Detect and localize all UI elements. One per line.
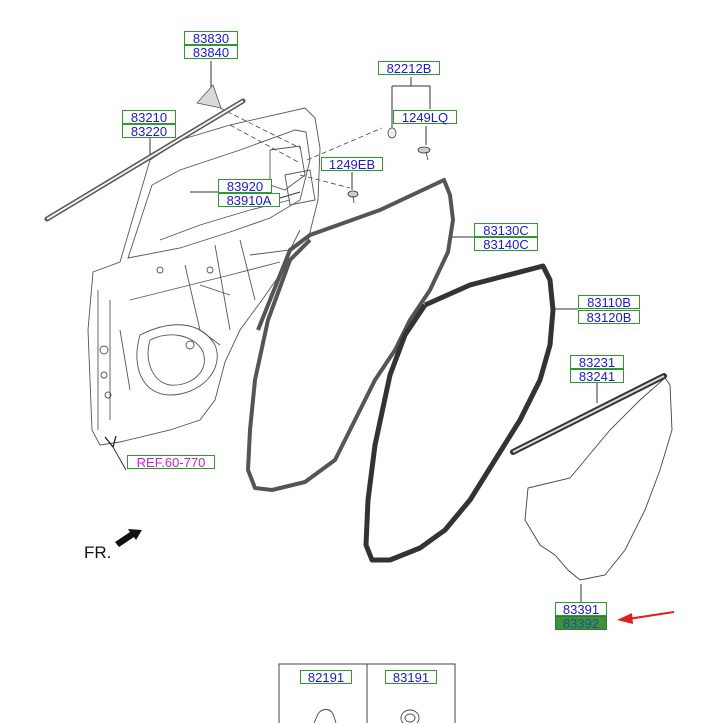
sealing-cover xyxy=(524,377,673,581)
grommet-83191 xyxy=(400,709,420,723)
part-label-83830[interactable]: 83830 xyxy=(184,31,238,46)
small-parts-table xyxy=(278,663,456,723)
weatherstrip-body-side xyxy=(363,263,556,563)
part-label-1249EB[interactable]: 1249EB xyxy=(321,157,383,172)
part-label-83140C[interactable]: 83140C xyxy=(474,237,538,252)
part-label-83110B[interactable]: 83110B xyxy=(578,295,640,310)
part-label-83231[interactable]: 83231 xyxy=(570,355,624,370)
weatherstrip-door-side xyxy=(246,178,455,492)
ref-label[interactable]: REF.60-770 xyxy=(127,455,215,470)
part-label-83840[interactable]: 83840 xyxy=(184,45,238,60)
part-label-83191[interactable]: 83191 xyxy=(385,670,437,685)
part-label-82191[interactable]: 82191 xyxy=(300,670,352,685)
grommet-82191 xyxy=(313,709,337,723)
part-label-83220[interactable]: 83220 xyxy=(122,124,176,139)
part-label-83210[interactable]: 83210 xyxy=(122,110,176,125)
part-label-1249LQ[interactable]: 1249LQ xyxy=(393,110,457,125)
leader-lines xyxy=(112,61,598,602)
screw-1249EB xyxy=(347,190,359,204)
highlight-pointer-arrow xyxy=(617,611,675,624)
part-label-82212B[interactable]: 82212B xyxy=(378,61,440,76)
front-direction-arrow xyxy=(115,529,142,547)
ref-arrowhead xyxy=(104,435,117,448)
assembly-dashes xyxy=(219,107,383,189)
part-label-83910A[interactable]: 83910A xyxy=(218,193,280,208)
part-label-83120B[interactable]: 83120B xyxy=(578,310,640,325)
clip-82212B xyxy=(387,127,397,139)
corner-cover xyxy=(196,84,222,109)
part-label-83391[interactable]: 83391 xyxy=(555,602,607,617)
part-label-83392[interactable]: 83392 xyxy=(555,616,607,631)
belt-moulding xyxy=(44,98,246,222)
part-label-83241[interactable]: 83241 xyxy=(570,369,624,384)
front-direction-label: FR. xyxy=(84,543,112,562)
inner-belt-strip xyxy=(510,373,667,455)
screw-1249LQ xyxy=(417,146,431,161)
part-label-83920[interactable]: 83920 xyxy=(218,179,272,194)
part-label-83130C[interactable]: 83130C xyxy=(474,223,538,238)
